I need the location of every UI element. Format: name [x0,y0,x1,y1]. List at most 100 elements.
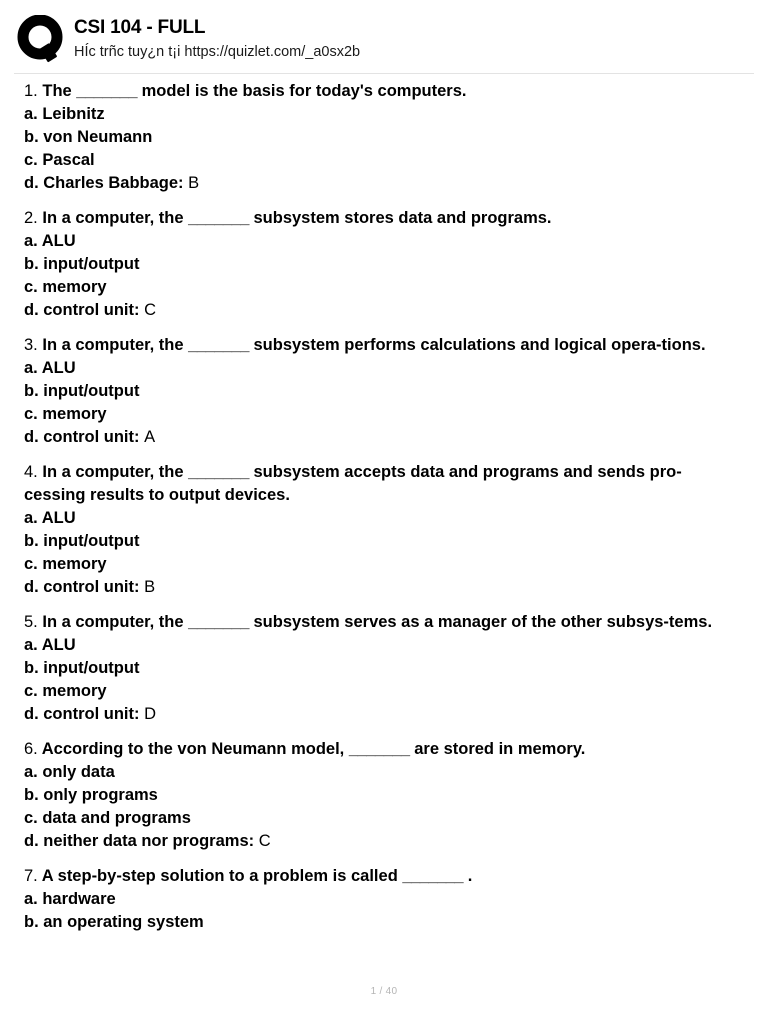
question-text-before-blank: In a computer, the [42,613,184,631]
answer-option-label: b. input/output [24,532,140,550]
question-prompt: 7. A step-by-step solution to a problem … [24,865,739,888]
answer-option[interactable]: a. hardware [24,888,739,911]
page-title: CSI 104 - FULL [74,17,206,38]
question-text-after-blank: subsystem serves as a manager of the oth… [253,613,713,631]
answer-option-label: a. Leibnitz [24,105,105,123]
question-text-after-blank: subsystem performs calculations and logi… [253,336,706,354]
answer-option-label: d. control unit: [24,578,140,596]
answer-option[interactable]: b. von Neumann [24,126,739,149]
question-number: 3. [24,336,38,354]
correct-answer-letter: C [258,832,271,850]
answer-option-label: d. control unit: [24,428,140,446]
quizlet-q-logo-icon [14,15,70,64]
answer-option[interactable]: a. only data [24,761,739,784]
answer-option[interactable]: d. neither data nor programs: C [24,830,739,853]
question-blank: _______ [188,463,249,481]
question-text-after-blank: are stored in memory. [414,740,586,758]
answer-option-label: a. ALU [24,359,76,377]
question-text-after-blank: subsystem stores data and programs. [253,209,552,227]
answer-option-label: a. ALU [24,636,76,654]
answer-option-label: b. input/output [24,659,140,677]
question-block: 5. In a computer, the _______ subsystem … [24,611,739,726]
answer-option[interactable]: d. control unit: A [24,426,739,449]
correct-answer-letter: B [144,578,156,596]
question-block: 3. In a computer, the _______ subsystem … [24,334,739,449]
answer-option-label: d. control unit: [24,301,140,319]
question-prompt: 2. In a computer, the _______ subsystem … [24,207,739,230]
answer-option[interactable]: a. ALU [24,357,739,380]
page-footer: 1 / 40 [0,985,768,999]
answer-option-label: b. input/output [24,382,140,400]
answer-option[interactable]: a. ALU [24,507,739,530]
answer-option-label: d. neither data nor programs: [24,832,255,850]
question-number: 4. [24,463,38,481]
question-text-before-blank: According to the von Neumann model, [41,740,345,758]
answer-option-label: c. memory [24,682,107,700]
question-text-before-blank: The [42,82,72,100]
answer-option-label: a. ALU [24,232,76,250]
question-block: 1. The _______ model is the basis for to… [24,80,739,195]
question-number: 6. [24,740,38,758]
answer-option[interactable]: b. an operating system [24,911,739,934]
answer-option-label: c. data and programs [24,809,191,827]
question-blank: _______ [402,867,464,885]
answer-option-label: d. control unit: [24,705,140,723]
answer-option[interactable]: c. memory [24,403,739,426]
question-block: 6. According to the von Neumann model, _… [24,738,739,853]
question-blank: _______ [348,740,410,758]
document-header: CSI 104 - FULL HÍc trñc tuy¿n t¡i https:… [0,0,768,63]
questions-list: 1. The _______ model is the basis for to… [24,80,739,946]
answer-option[interactable]: a. Leibnitz [24,103,739,126]
question-number: 1. [24,82,38,100]
answer-option[interactable]: c. data and programs [24,807,739,830]
answer-option-label: b. input/output [24,255,140,273]
question-blank: _______ [76,82,138,100]
answer-option[interactable]: b. input/output [24,657,739,680]
answer-option-label: c. Pascal [24,151,95,169]
question-number: 5. [24,613,38,631]
answer-option[interactable]: b. input/output [24,380,739,403]
answer-option-label: b. only programs [24,786,158,804]
answer-option-label: a. hardware [24,890,116,908]
question-prompt: 3. In a computer, the _______ subsystem … [24,334,739,357]
answer-option[interactable]: c. memory [24,553,739,576]
question-prompt: 5. In a computer, the _______ subsystem … [24,611,739,634]
answer-option-label: a. ALU [24,509,76,527]
answer-option[interactable]: c. memory [24,680,739,703]
answer-option-label: d. Charles Babbage: [24,174,184,192]
answer-option-label: b. von Neumann [24,128,153,146]
question-prompt: 6. According to the von Neumann model, _… [24,738,739,761]
question-blank: _______ [188,209,249,227]
question-blank: _______ [188,613,249,631]
question-prompt: 1. The _______ model is the basis for to… [24,80,739,103]
answer-option[interactable]: c. Pascal [24,149,739,172]
answer-option[interactable]: a. ALU [24,634,739,657]
question-text-before-blank: In a computer, the [42,336,184,354]
answer-option-label: c. memory [24,555,107,573]
question-number: 2. [24,209,38,227]
answer-option[interactable]: d. control unit: B [24,576,739,599]
answer-option[interactable]: b. only programs [24,784,739,807]
answer-option-label: c. memory [24,405,107,423]
question-block: 2. In a computer, the _______ subsystem … [24,207,739,322]
header-divider [14,73,754,74]
question-blank: _______ [188,336,249,354]
document-subtitle: HÍc trñc tuy¿n t¡i https://quizlet.com/_… [74,44,361,60]
question-text-before-blank: In a computer, the [42,209,184,227]
question-text-after-blank: model is the basis for today's computers… [141,82,467,100]
answer-option[interactable]: a. ALU [24,230,739,253]
answer-option[interactable]: c. memory [24,276,739,299]
correct-answer-letter: C [144,301,156,319]
page-number-label: 1 / 40 [370,986,398,997]
question-text-after-blank: subsystem accepts data and programs and … [24,463,682,504]
question-text-before-blank: A step-by-step solution to a problem is … [41,867,398,885]
answer-option-label: c. memory [24,278,107,296]
answer-option[interactable]: b. input/output [24,253,739,276]
answer-option-label: a. only data [24,763,115,781]
answer-option[interactable]: d. control unit: D [24,703,739,726]
answer-option[interactable]: b. input/output [24,530,739,553]
answer-option[interactable]: d. Charles Babbage: B [24,172,739,195]
question-text-before-blank: In a computer, the [42,463,184,481]
answer-option[interactable]: d. control unit: C [24,299,739,322]
